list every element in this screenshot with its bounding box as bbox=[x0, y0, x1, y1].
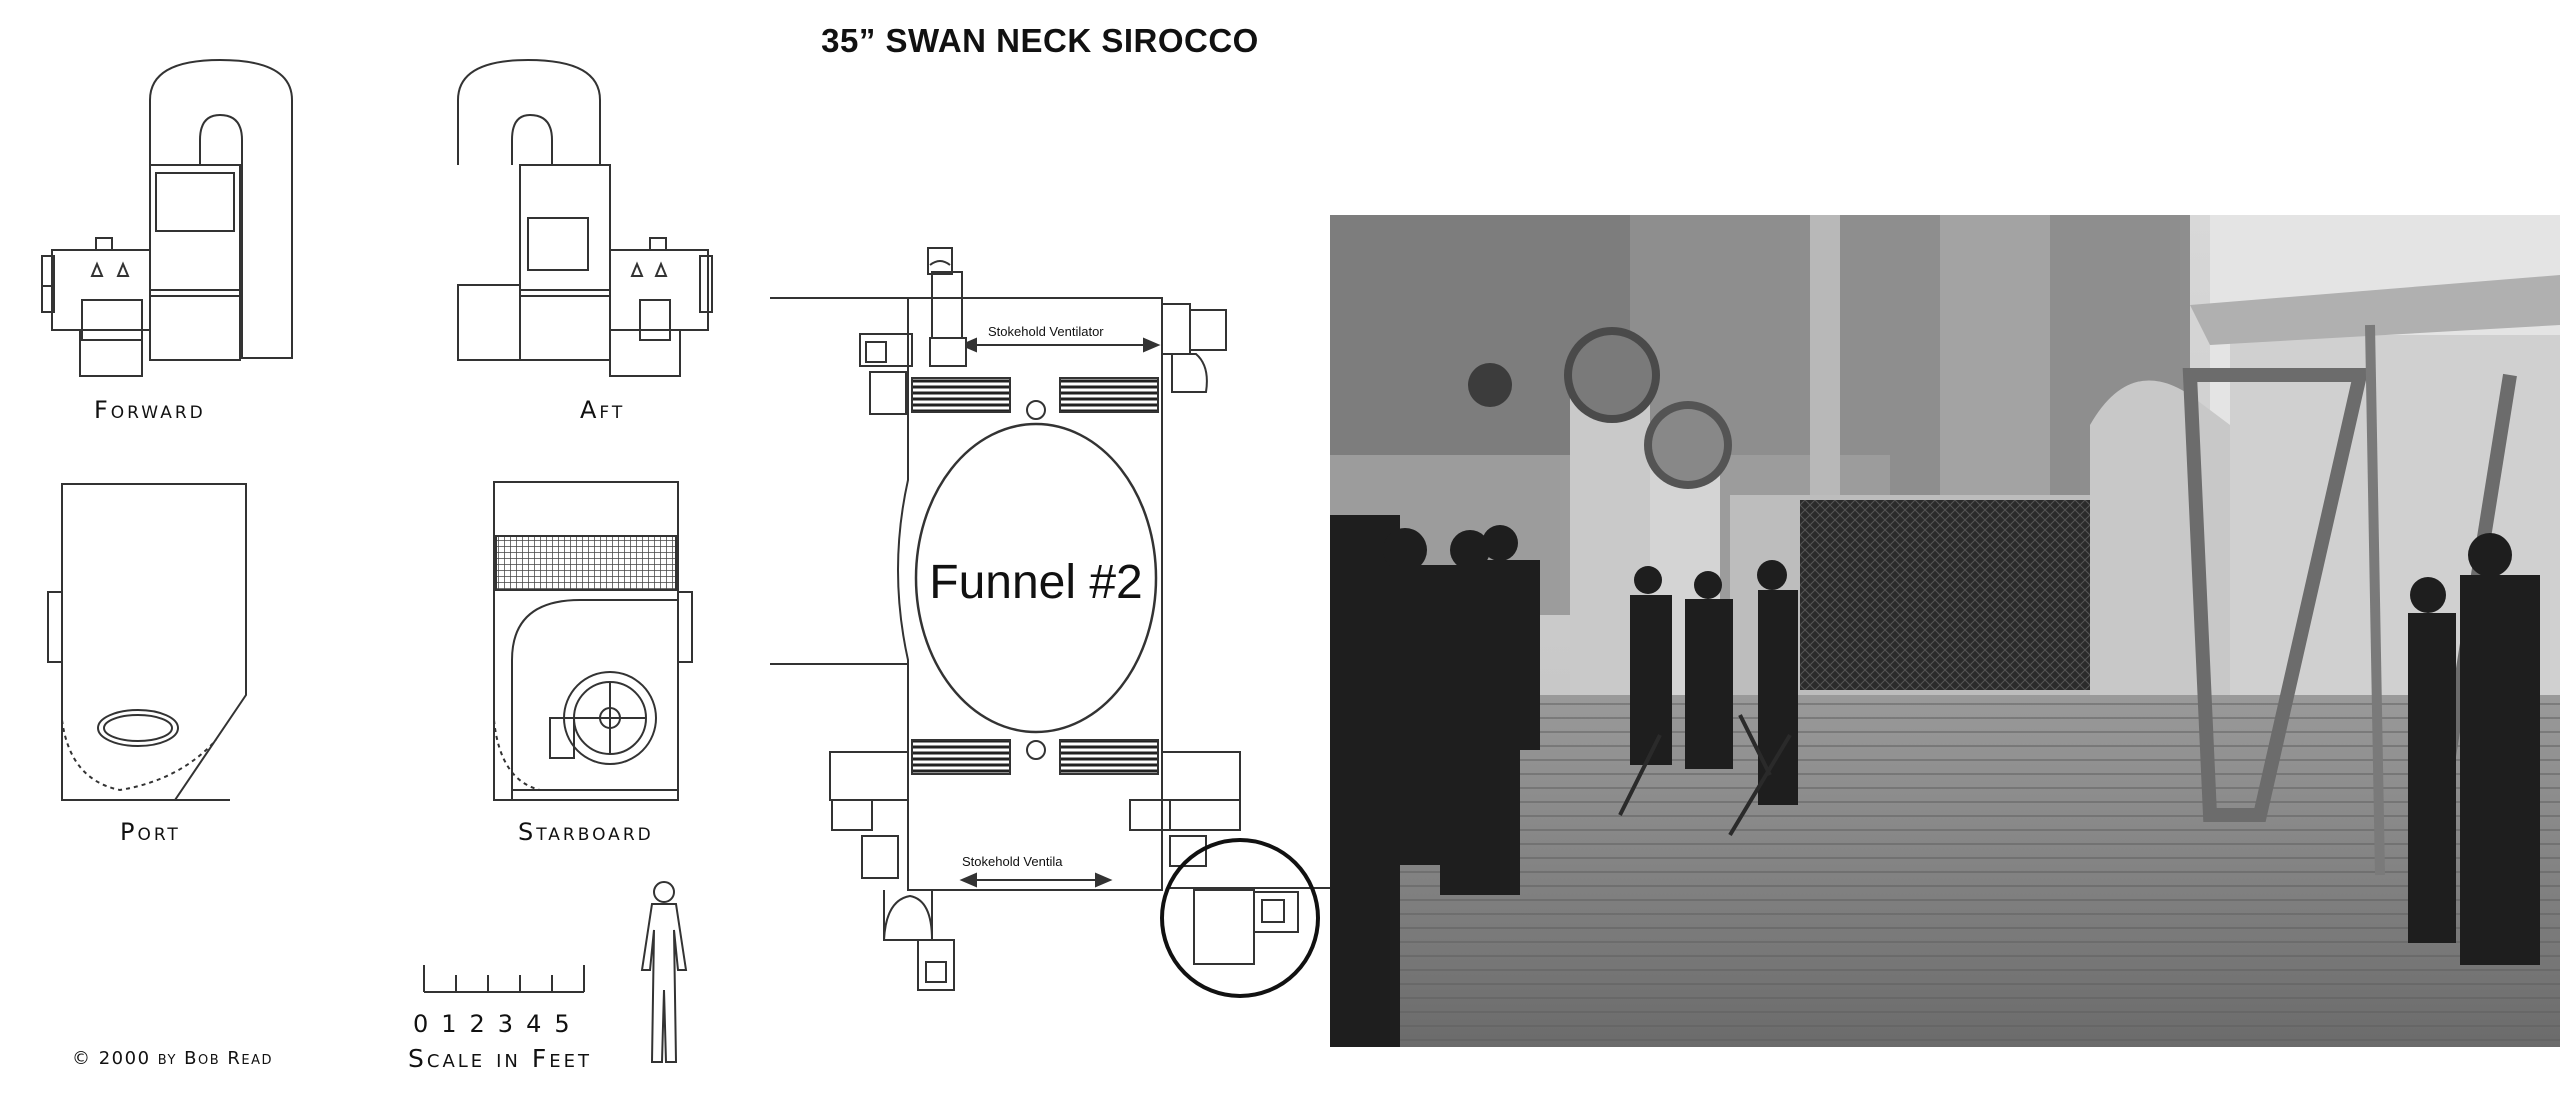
label-aft: Aft bbox=[580, 396, 626, 424]
aft-view-drawing bbox=[457, 58, 713, 377]
scale-bar bbox=[423, 965, 585, 993]
funnel-label: Funnel #2 bbox=[929, 556, 1143, 609]
deck-photograph bbox=[1330, 215, 2560, 1047]
page-title: 35” SWAN NECK SIROCCO bbox=[821, 22, 1259, 59]
label-starboard: Starboard bbox=[518, 818, 654, 846]
elevation-drawings bbox=[41, 58, 713, 1063]
label-forward: Forward bbox=[94, 396, 206, 424]
port-view-drawing bbox=[47, 483, 247, 801]
starboard-view-drawing bbox=[493, 481, 693, 801]
scale-numbers: 012345 bbox=[413, 1010, 583, 1038]
funnel-plan-drawing: Stokehold Ventilator Stokehold Ventila F… bbox=[770, 247, 1330, 998]
forward-view-drawing bbox=[41, 58, 293, 377]
vent-label-top: Stokehold Ventilator bbox=[988, 324, 1104, 339]
copyright: © 2000 by Bob Read bbox=[72, 1048, 273, 1069]
human-figure-scale bbox=[640, 881, 688, 1063]
scale-title: Scale in Feet bbox=[408, 1044, 592, 1073]
vent-label-bottom: Stokehold Ventila bbox=[962, 854, 1063, 869]
label-port: Port bbox=[120, 818, 181, 846]
